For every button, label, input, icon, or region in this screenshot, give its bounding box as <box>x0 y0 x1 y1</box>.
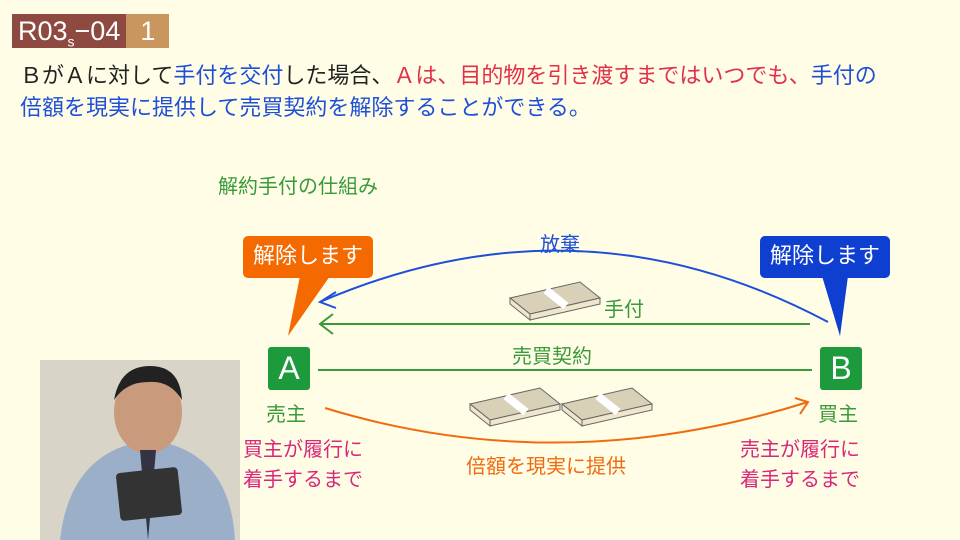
code-sub: s <box>67 33 75 50</box>
party-b-box: B <box>820 347 862 390</box>
forfeit-arrow <box>319 249 829 323</box>
text: 手付の <box>810 64 877 89</box>
seller-bubble-tail <box>288 276 330 336</box>
text: した場合、 <box>283 64 394 89</box>
code-main: R03 <box>18 16 68 46</box>
seller-cancel-bubble: 解除します <box>243 236 374 278</box>
question-code: R03s−04 <box>12 14 127 50</box>
double-payment-label: 倍額を現実に提供 <box>466 454 626 478</box>
statement-line-1: ＢがＡに対して手付を交付した場合、Ａは、目的物を引き渡すまではいつでも、手付の <box>20 58 877 90</box>
text: 売主が履行に <box>740 437 860 461</box>
text: 着手するまで <box>740 467 860 491</box>
buyer-label: 買主 <box>818 402 858 426</box>
text: 買主が履行に <box>243 437 363 461</box>
statement-line-2: 倍額を現実に提供して売買契約を解除することができる。 <box>20 96 591 121</box>
party-a-box: A <box>268 347 310 390</box>
deposit-label: 手付 <box>604 297 644 321</box>
double-arrowhead <box>794 397 810 415</box>
question-badge: R03s−04 1 <box>12 14 170 50</box>
money-stack-icon <box>560 387 654 428</box>
forfeit-label: 放棄 <box>540 232 580 256</box>
text: 手付を交付 <box>173 64 284 89</box>
presenter-video <box>40 360 240 540</box>
text: Ａは、目的物を引き渡すまではいつでも、 <box>393 64 811 89</box>
diagram-title: 解約手付の仕組み <box>218 174 378 198</box>
money-stack-icon <box>508 281 602 322</box>
seller-condition: 買主が履行に 着手するまで <box>243 434 363 494</box>
buyer-cancel-bubble: 解除します <box>760 236 891 278</box>
seller-label: 売主 <box>266 402 306 426</box>
money-stack-icon <box>468 387 562 428</box>
deposit-arrowhead <box>318 313 334 335</box>
text: 着手するまで <box>243 467 363 491</box>
question-number: 1 <box>126 14 170 48</box>
contract-label: 売買契約 <box>512 344 592 368</box>
code-suffix: −04 <box>74 16 121 46</box>
buyer-bubble-tail <box>822 276 848 336</box>
forfeit-arrowhead <box>317 291 337 309</box>
text: ＢがＡに対して <box>20 64 174 89</box>
double-arrow <box>324 401 809 444</box>
buyer-condition: 売主が履行に 着手するまで <box>740 434 860 494</box>
